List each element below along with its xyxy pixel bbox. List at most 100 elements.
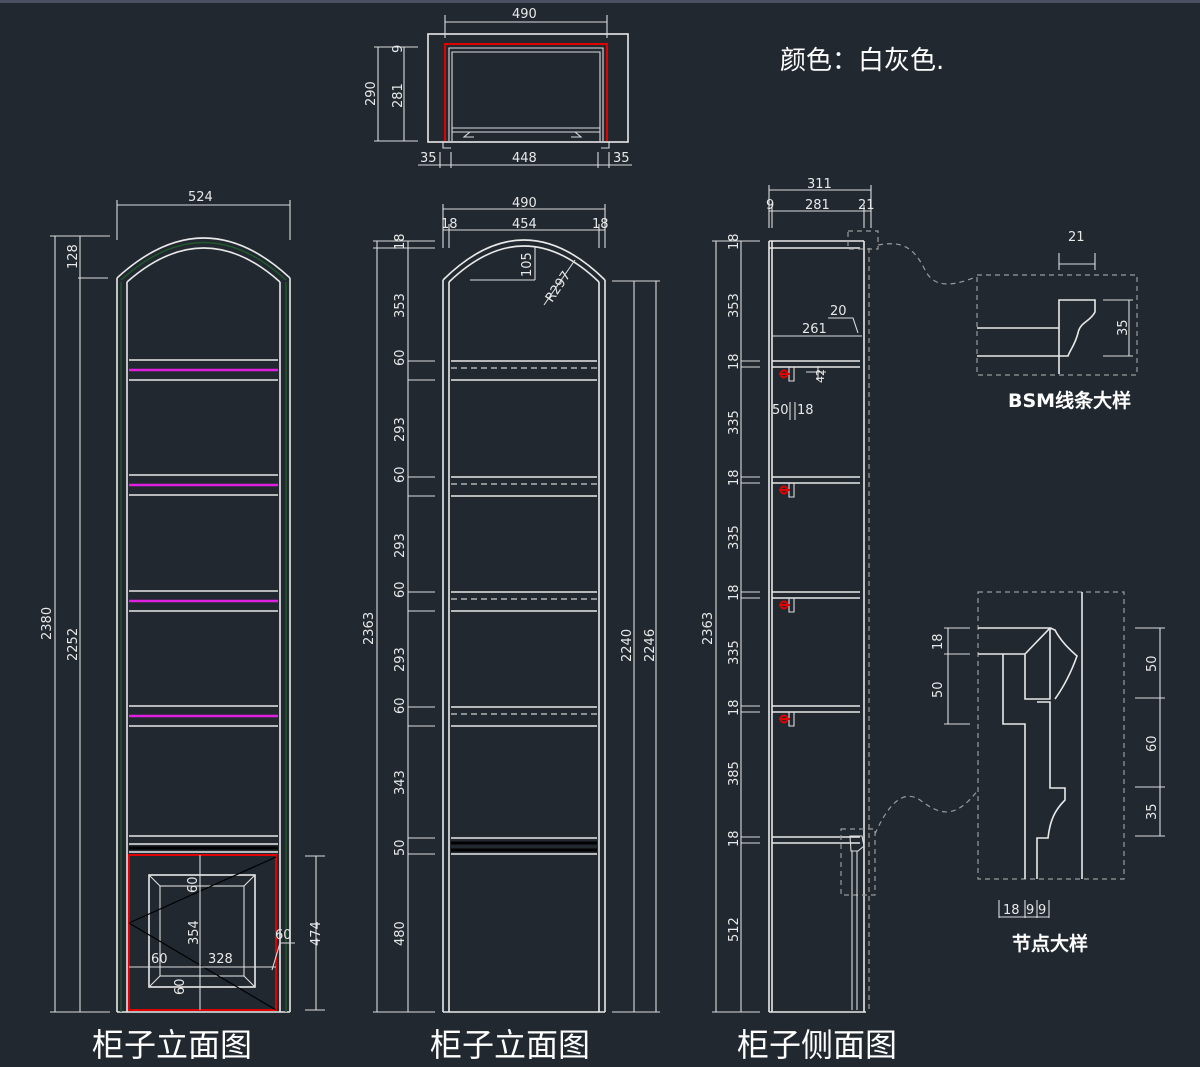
bsm-leader-curve: [877, 243, 977, 285]
side-node-callout-box: [840, 828, 876, 896]
mid-side-panels: [442, 280, 606, 1013]
mid-dim-2246-label: 2246: [643, 629, 658, 662]
mid-stack-label-6: 60: [393, 581, 408, 598]
node-dim-left: [944, 627, 970, 725]
node-leader-curve: [874, 789, 979, 835]
left-dim-body-label: 2252: [66, 628, 81, 661]
node-dim-left-1: 50: [931, 681, 946, 698]
side-stack-label-1: 353: [727, 293, 742, 318]
left-door-red-frame: [128, 854, 277, 1011]
mid-stack-label-4: 60: [393, 466, 408, 483]
side-stack-label-11: 512: [727, 917, 742, 942]
plan-dim-width: [444, 15, 608, 38]
mid-arch-outer: [442, 239, 606, 281]
node-dim-right-0: 50: [1145, 655, 1160, 672]
mid-dim-arch-rise-label: 105: [520, 252, 535, 277]
left-elevation-title: 柜子立面图: [92, 1026, 252, 1064]
side-carcass: [768, 240, 866, 1013]
bsm-moulding-profile: [977, 299, 1096, 374]
left-dim-rail-bottom-label: 60: [173, 978, 188, 995]
plan-dim-right-label: 35: [613, 151, 630, 166]
node-joint-profile: [978, 592, 1083, 879]
side-dim-verticals: [712, 240, 760, 1013]
left-door-outer-panel: [148, 874, 256, 988]
left-dim-door-w-label: 328: [208, 952, 233, 967]
left-shelves: [129, 359, 278, 727]
mid-dim-inner-label: 454: [512, 217, 537, 232]
mid-dim-side-right-label: 18: [592, 217, 609, 232]
side-stack-label-0: 18: [727, 233, 742, 250]
mid-arch-dims: [470, 247, 576, 306]
middle-elevation: [373, 204, 660, 1013]
bsm-detail-frame: [976, 274, 1138, 376]
left-door-dims: [129, 855, 325, 1011]
bsm-dim-height: [1103, 299, 1133, 357]
mid-stack-label-2: 60: [393, 349, 408, 366]
plan-dim-inner-label: 281: [391, 83, 406, 108]
side-stack-label-3: 335: [727, 410, 742, 435]
side-dim-front-label: 21: [858, 198, 875, 213]
mid-base-rail: [451, 837, 597, 855]
plan-dim-middle-label: 448: [512, 151, 537, 166]
plan-dim-width-label: 490: [512, 7, 537, 22]
plan-dim-height: [374, 46, 418, 142]
left-elevation: [50, 200, 325, 1013]
mid-stack-label-11: 480: [393, 921, 408, 946]
left-arch-green: [120, 241, 287, 281]
mid-dim-total-label: 2363: [362, 612, 377, 645]
plan-door-line: [452, 127, 600, 133]
side-dim-depth: [768, 185, 872, 228]
mid-arch-inner: [448, 245, 600, 283]
node-dim-bottom-1: 9: [1026, 903, 1034, 918]
left-dim-rail-right-label: 60: [275, 928, 292, 943]
mid-stack-label-3: 293: [393, 417, 408, 442]
mid-stack-label-0: 18: [393, 233, 408, 250]
side-stack-label-8: 18: [727, 699, 742, 716]
side-dim-clip-h-label: 42: [814, 369, 827, 383]
side-dim-inner-label: 281: [805, 198, 830, 213]
bsm-detail-caption: BSM线条大样: [1008, 389, 1131, 412]
left-arch-outer: [116, 237, 291, 279]
plan-dim-bottom: [418, 152, 632, 168]
side-dim-shelf-depth-label: 261: [802, 322, 827, 337]
node-dim-bottom-2: 9: [1038, 903, 1046, 918]
mid-dim-width-label: 490: [512, 196, 537, 211]
side-dim-clip-t-label: 18: [797, 403, 814, 418]
mid-stack-label-9: 343: [393, 770, 408, 795]
side-dim-depth-label: 311: [807, 177, 832, 192]
side-shelf-dims: [772, 317, 862, 420]
plan-inner-box: [448, 47, 604, 141]
plan-outline: [427, 33, 629, 143]
plan-feet: [442, 131, 610, 149]
left-dim-verticals: [50, 235, 110, 1013]
middle-elevation-title: 柜子立面图: [430, 1026, 590, 1064]
left-base-rail: [129, 835, 278, 853]
mid-dim-side-left-label: 18: [441, 217, 458, 232]
bsm-dim-width: [1058, 253, 1096, 270]
mid-dim-2240-label: 2240: [620, 629, 635, 662]
side-bsm-callout-box: [847, 230, 879, 250]
node-detail-caption: 节点大样: [1012, 932, 1088, 955]
color-note: 颜色：白灰色.: [780, 46, 944, 76]
side-stack-label-4: 18: [727, 469, 742, 486]
node-detail-frame: [977, 591, 1125, 880]
mid-shelves: [408, 360, 597, 855]
side-stack-label-6: 18: [727, 584, 742, 601]
mid-stack-label-1: 353: [393, 293, 408, 318]
mid-dim-right-verticals: [612, 280, 660, 1013]
node-dim-bottom: [998, 900, 1050, 918]
node-dim-bottom-0: 18: [1003, 903, 1020, 918]
left-dim-width: [116, 200, 291, 240]
node-dim-left-0: 18: [931, 633, 946, 650]
side-stack-label-9: 385: [727, 761, 742, 786]
node-dim-right: [1135, 627, 1165, 837]
side-dim-setback-label: 20: [830, 304, 847, 319]
node-dim-right-1: 60: [1145, 735, 1160, 752]
mid-stack-label-7: 293: [393, 647, 408, 672]
left-dim-door-h-label: 354: [187, 920, 202, 945]
left-arch-inner: [126, 247, 281, 283]
side-elevation: [712, 185, 979, 1013]
left-door-miters: [148, 874, 256, 988]
